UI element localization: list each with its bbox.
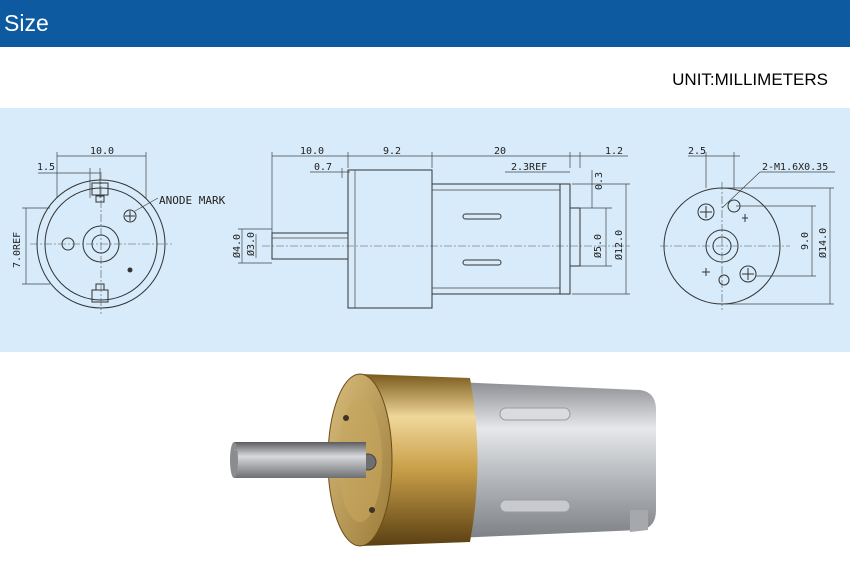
dim-boss-diameter: Ø5.0 [592, 234, 604, 258]
dim-left-height: 7.0REF [12, 232, 23, 268]
dim-screw-spacing: 9.0 [800, 232, 811, 250]
dim-gearbox-length: 9.2 [383, 146, 401, 157]
right-front-view: 2.5 2-M1.6X0.35 9.0 [660, 146, 835, 310]
gear-motor-photo [230, 373, 656, 547]
dim-left-width: 10.0 [90, 146, 114, 157]
unit-label: UNIT:MILLIMETERS [672, 70, 828, 89]
side-view: 10.0 9.2 20 1.2 0.7 2.3REF 0.3 [231, 146, 630, 309]
dim-left-offset: 1.5 [37, 162, 55, 173]
left-end-view: 10.0 1.5 7.0REF [12, 146, 226, 314]
dim-outer-diameter: Ø14.0 [817, 228, 829, 258]
section-title: Size [4, 10, 49, 36]
dim-end-length: 1.2 [605, 146, 623, 157]
dim-body-diameter: Ø12.0 [613, 230, 625, 260]
dim-flat: 0.7 [314, 162, 332, 173]
technical-drawing-panel: 10.0 1.5 7.0REF [0, 108, 850, 352]
dim-shaft-length: 10.0 [300, 146, 324, 157]
technical-drawing: 10.0 1.5 7.0REF [12, 146, 835, 314]
dim-terminal: 0.3 [594, 172, 605, 190]
dim-ref: 2.3REF [511, 162, 547, 173]
dim-right-offset: 2.5 [688, 146, 706, 157]
anode-mark-label: ANODE MARK [159, 194, 226, 207]
dim-flat-diameter: Ø3.0 [245, 232, 257, 256]
section-header: Size [0, 0, 850, 47]
dim-shaft-diameter: Ø4.0 [231, 234, 243, 258]
dim-motor-length: 20 [494, 146, 506, 157]
dim-screw-spec: 2-M1.6X0.35 [762, 162, 828, 173]
